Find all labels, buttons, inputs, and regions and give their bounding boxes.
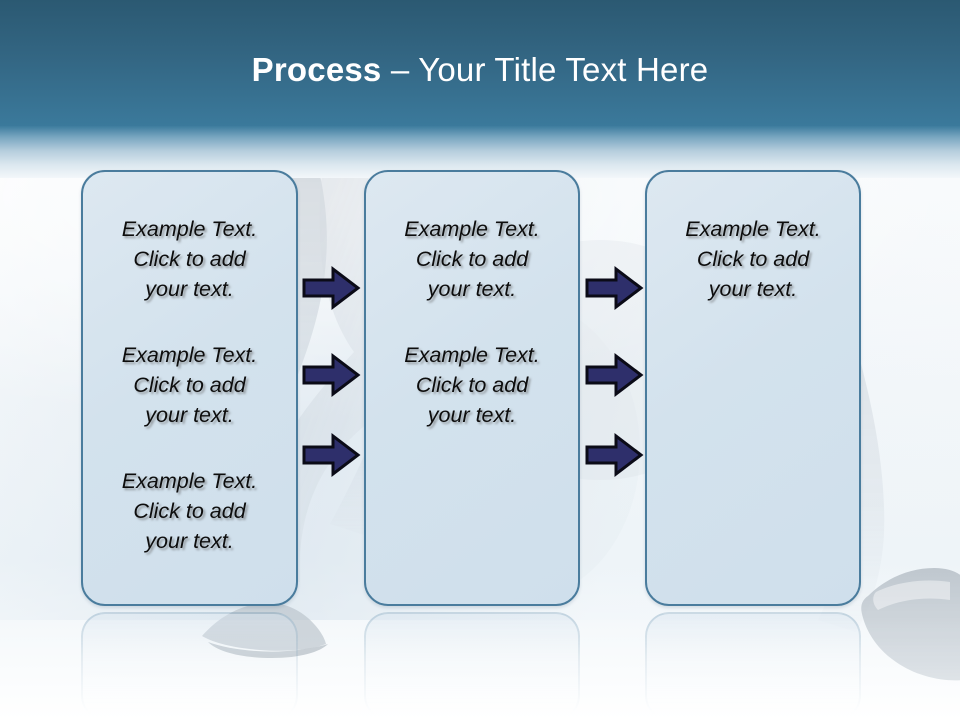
reflection-box-2 (364, 612, 580, 720)
arrow-1-3-icon[interactable] (302, 432, 361, 478)
arrow-2-1-icon[interactable] (585, 265, 644, 311)
process-box-2-paragraph-1[interactable]: Example Text. Click to add your text. (404, 217, 540, 301)
process-box-1[interactable]: Example Text. Click to add your text. Ex… (81, 170, 298, 606)
arrow-1-1-icon[interactable] (302, 265, 361, 311)
process-box-1-paragraph-3[interactable]: Example Text. Click to add your text. (121, 469, 258, 553)
process-box-2[interactable]: Example Text. Click to add your text. Ex… (364, 170, 580, 606)
reflection-box-1 (81, 612, 298, 720)
runner-shoe-right (846, 556, 960, 686)
process-box-1-paragraph-2[interactable]: Example Text. Click to add your text. (121, 343, 258, 427)
page-title-dash: – (381, 51, 419, 88)
arrow-2-3-icon[interactable] (585, 432, 644, 478)
process-box-3-paragraph-1[interactable]: Example Text. Click to add your text. (685, 217, 821, 301)
page-title-strong: Process (251, 51, 382, 88)
arrow-1-2-icon[interactable] (302, 352, 361, 398)
process-box-2-paragraph-2[interactable]: Example Text. Click to add your text. (404, 343, 540, 427)
process-box-3[interactable]: Example Text. Click to add your text. (645, 170, 861, 606)
page-title: Process – Your Title Text Here (0, 50, 960, 90)
title-banner (0, 0, 960, 128)
title-banner-fade (0, 126, 960, 178)
arrow-2-2-icon[interactable] (585, 352, 644, 398)
reflection-box-3 (645, 612, 861, 720)
page-title-rest: Your Title Text Here (418, 51, 709, 88)
process-box-1-paragraph-1[interactable]: Example Text. Click to add your text. (121, 217, 258, 301)
